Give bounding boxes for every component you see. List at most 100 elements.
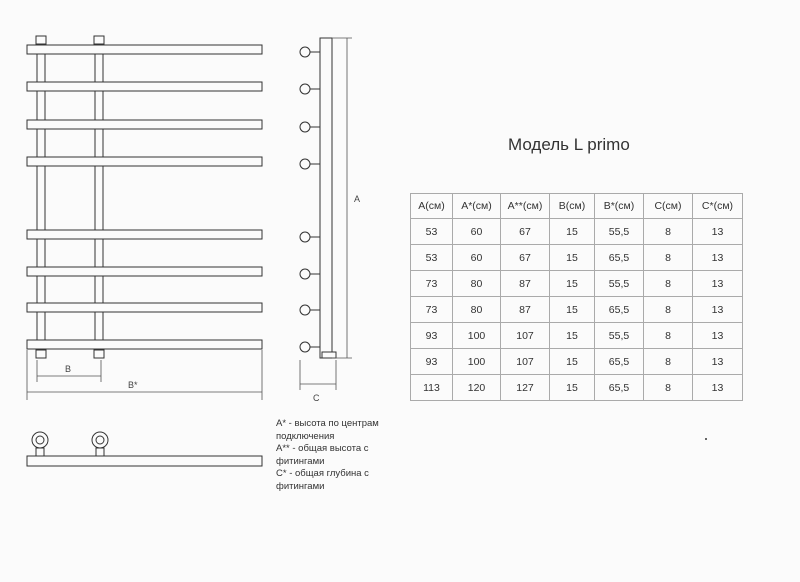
table-cell: 13 bbox=[692, 296, 743, 323]
column-header: A**(см) bbox=[500, 193, 550, 219]
side-view bbox=[299, 37, 337, 359]
bar-end-circle bbox=[299, 341, 311, 353]
bar-end-circle bbox=[299, 121, 311, 133]
table-cell: 67 bbox=[500, 218, 550, 245]
table-cell: 107 bbox=[500, 322, 550, 349]
bar-end-circle bbox=[299, 304, 311, 316]
connection-pipe bbox=[95, 447, 105, 457]
top-view bbox=[26, 431, 263, 467]
table-cell: 15 bbox=[549, 244, 595, 271]
horizontal-bar bbox=[26, 119, 263, 130]
dimension-lines bbox=[26, 37, 352, 400]
table-cell: 93 bbox=[410, 322, 453, 349]
dimension-label-a: A bbox=[354, 194, 360, 204]
table-cell: 100 bbox=[452, 348, 501, 375]
table-cell: 80 bbox=[452, 296, 501, 323]
dimension-label-c: C bbox=[313, 393, 320, 403]
table-cell: 15 bbox=[549, 218, 595, 245]
horizontal-bar bbox=[26, 229, 263, 240]
table-cell: 8 bbox=[643, 296, 693, 323]
horizontal-bar bbox=[26, 81, 263, 92]
connection-hole bbox=[95, 435, 105, 445]
table-cell: 8 bbox=[643, 374, 693, 401]
pipe-cap bbox=[93, 349, 105, 359]
table-cell: 107 bbox=[500, 348, 550, 375]
table-cell: 13 bbox=[692, 348, 743, 375]
table-cell: 100 bbox=[452, 322, 501, 349]
bar-end-circle bbox=[299, 268, 311, 280]
table-cell: 55,5 bbox=[594, 218, 644, 245]
side-bar bbox=[319, 37, 333, 359]
column-header: C*(см) bbox=[692, 193, 743, 219]
pipe-cap bbox=[93, 35, 105, 45]
table-cell: 15 bbox=[549, 348, 595, 375]
table-cell: 73 bbox=[410, 270, 453, 297]
table-cell: 15 bbox=[549, 322, 595, 349]
table-cell: 113 bbox=[410, 374, 453, 401]
table-cell: 65,5 bbox=[594, 348, 644, 375]
note-line: A** - общая высота с bbox=[276, 443, 369, 454]
table-cell: 60 bbox=[452, 218, 501, 245]
bar-end-circle bbox=[299, 158, 311, 170]
note-line: фитингами bbox=[276, 480, 325, 492]
note-line: C* - общая глубина с bbox=[276, 468, 369, 479]
column-header: A(см) bbox=[410, 193, 453, 219]
table-cell: 67 bbox=[500, 244, 550, 271]
table-cell: 55,5 bbox=[594, 322, 644, 349]
table-cell: 60 bbox=[452, 244, 501, 271]
table-cell: 13 bbox=[692, 270, 743, 297]
horizontal-bar bbox=[26, 266, 263, 277]
table-cell: 15 bbox=[549, 270, 595, 297]
table-cell: 8 bbox=[643, 348, 693, 375]
table-cell: 87 bbox=[500, 270, 550, 297]
column-header: C(см) bbox=[643, 193, 693, 219]
dimension-label-b: B bbox=[65, 364, 71, 374]
scan-speck bbox=[705, 438, 707, 440]
note-line: фитингами bbox=[276, 455, 325, 467]
table-cell: 65,5 bbox=[594, 374, 644, 401]
dimensions-table: A(см)A*(см)A**(см)B(см)B*(см)C(см)C*(см)… bbox=[410, 193, 743, 401]
table-cell: 53 bbox=[410, 244, 453, 271]
model-title: Модель L primo bbox=[508, 135, 630, 154]
horizontal-bar bbox=[26, 44, 263, 55]
table-cell: 8 bbox=[643, 218, 693, 245]
bar-end-circle bbox=[299, 231, 311, 243]
side-foot bbox=[321, 351, 337, 359]
table-cell: 65,5 bbox=[594, 296, 644, 323]
legend-notes: A* - высота по центрам подключения A** -… bbox=[276, 418, 379, 493]
bar-end-circle bbox=[299, 83, 311, 95]
table-cell: 53 bbox=[410, 218, 453, 245]
table-cell: 13 bbox=[692, 322, 743, 349]
table-header-row: A(см)A*(см)A**(см)B(см)B*(см)C(см)C*(см) bbox=[410, 193, 743, 219]
column-header: B*(см) bbox=[594, 193, 644, 219]
top-view-bar bbox=[26, 455, 263, 467]
connection-hole bbox=[35, 435, 45, 445]
table-cell: 73 bbox=[410, 296, 453, 323]
table-cell: 80 bbox=[452, 270, 501, 297]
table-cell: 13 bbox=[692, 244, 743, 271]
table-cell: 15 bbox=[549, 296, 595, 323]
bar-end-circle bbox=[299, 46, 311, 58]
table-cell: 13 bbox=[692, 374, 743, 401]
column-header: B(см) bbox=[549, 193, 595, 219]
table-cell: 55,5 bbox=[594, 270, 644, 297]
table-cell: 65,5 bbox=[594, 244, 644, 271]
table-cell: 87 bbox=[500, 296, 550, 323]
table-cell: 8 bbox=[643, 244, 693, 271]
table-cell: 13 bbox=[692, 218, 743, 245]
horizontal-bar bbox=[26, 339, 263, 350]
table-cell: 120 bbox=[452, 374, 501, 401]
column-header: A*(см) bbox=[452, 193, 501, 219]
table-cell: 8 bbox=[643, 270, 693, 297]
pipe-cap bbox=[35, 35, 47, 45]
front-view bbox=[26, 35, 263, 359]
table-cell: 93 bbox=[410, 348, 453, 375]
horizontal-bar bbox=[26, 302, 263, 313]
